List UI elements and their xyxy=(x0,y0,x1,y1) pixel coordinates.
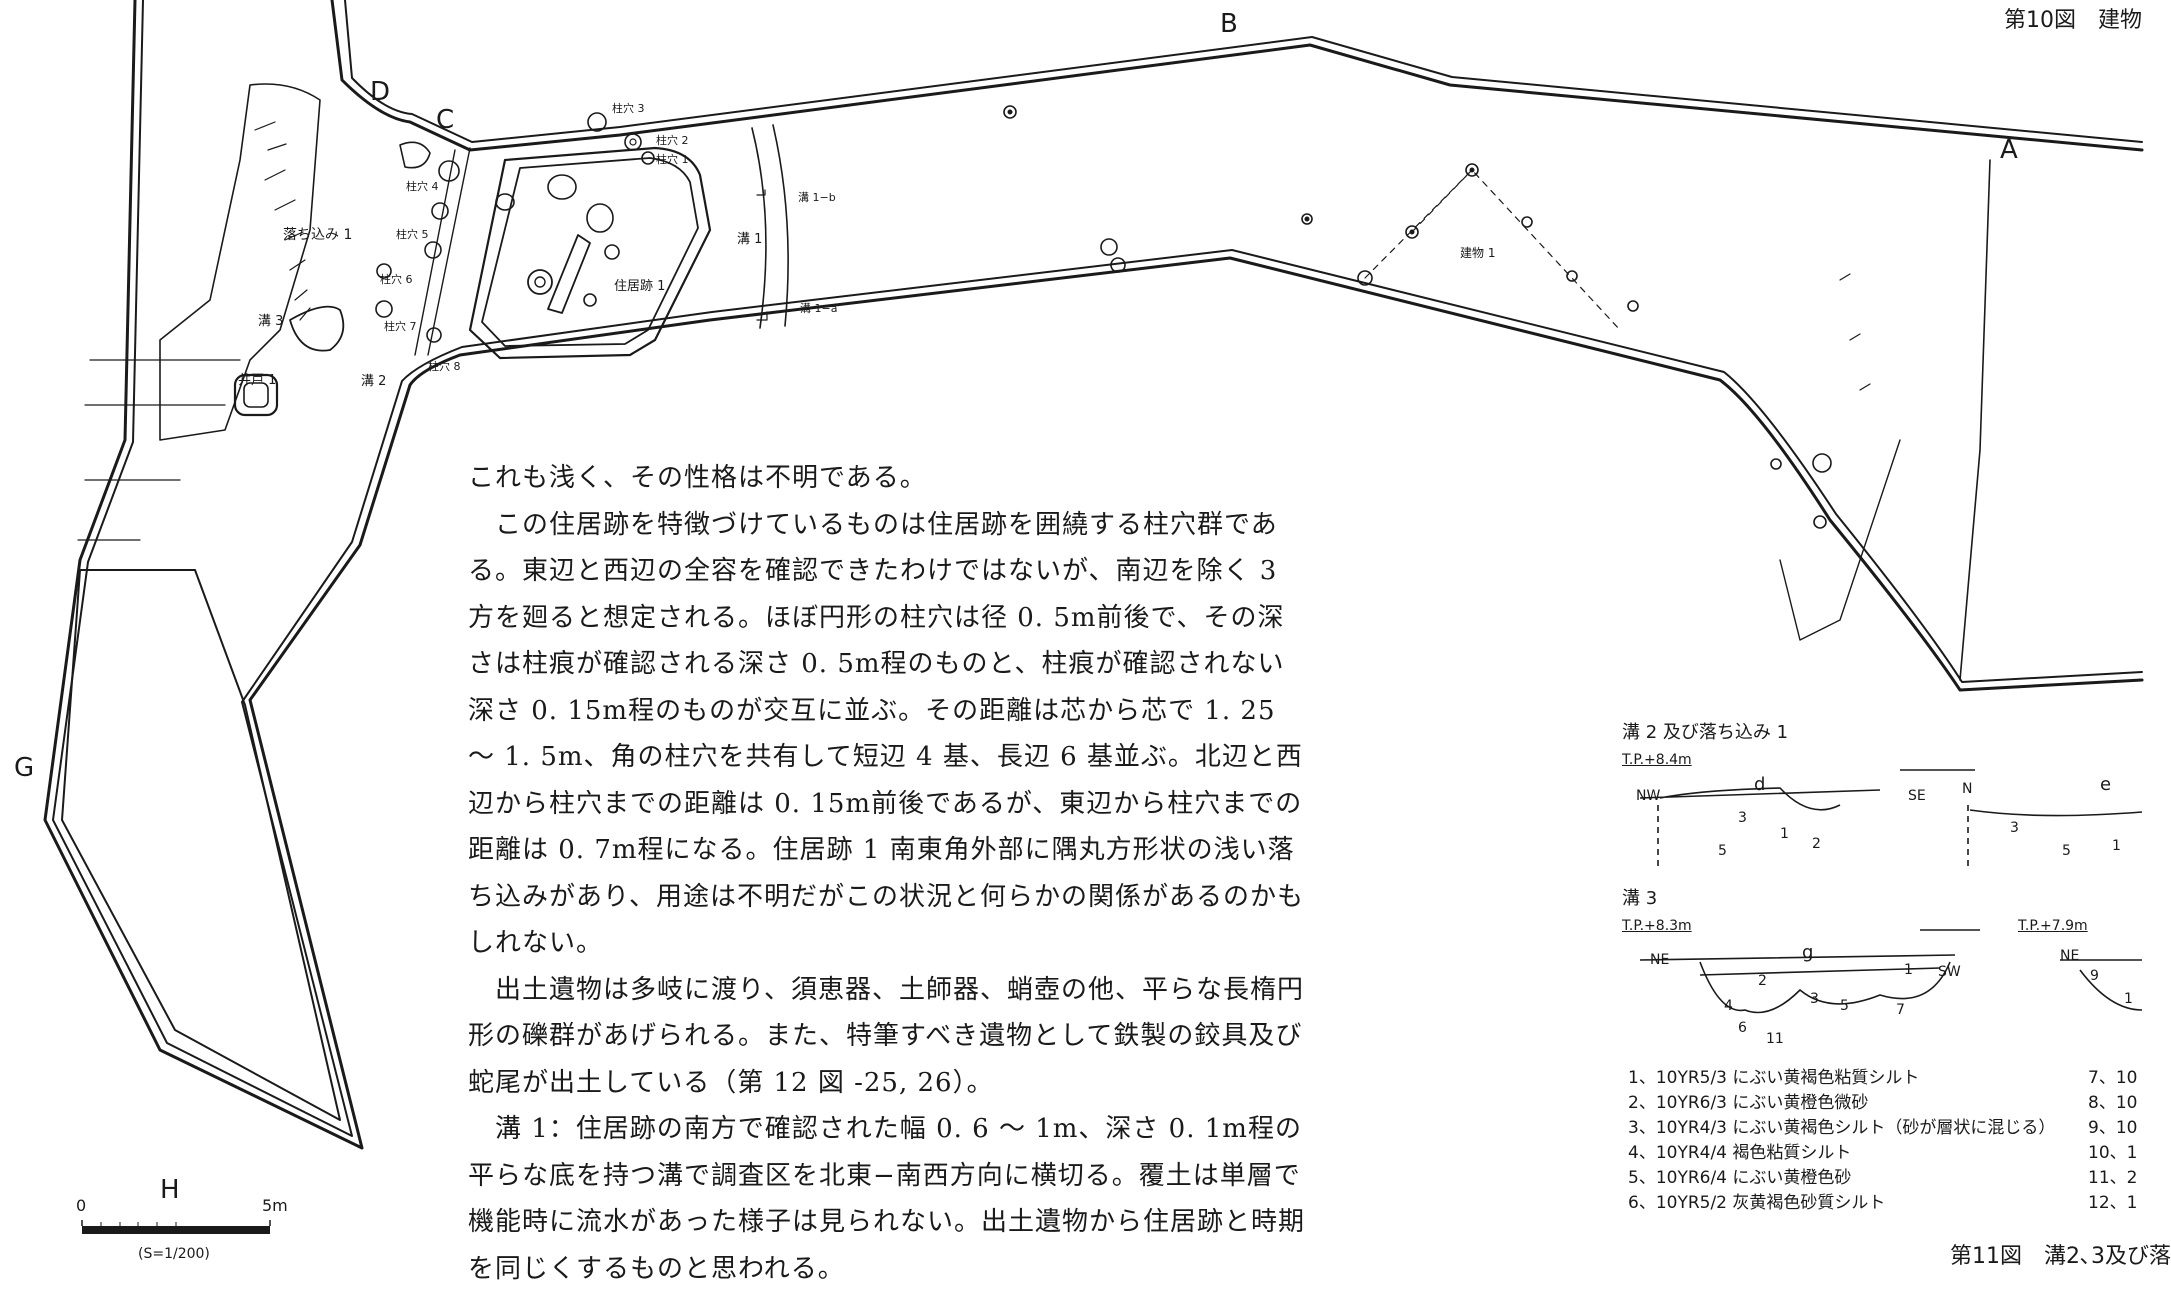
label-C: C xyxy=(436,105,454,135)
elevation-g: T.P.+8.3m xyxy=(1622,918,1692,934)
legend-item: 1、10YR5/3 にぶい黄褐色粘質シルト xyxy=(1628,1068,1920,1088)
label-ditch-2: 溝 2 xyxy=(361,374,386,389)
svg-text:4: 4 xyxy=(1724,998,1733,1014)
legend-item: 8、10 xyxy=(2088,1093,2138,1113)
label-ditch-3: 溝 3 xyxy=(258,314,283,329)
section-heading-ditch2: 溝 2 及び落ち込み 1 xyxy=(1622,722,1789,743)
paragraph-3: 出土遺物は多岐に渡り、須恵器、土師器、蛸壺の他、平らな長楕円形の礫群があげられる… xyxy=(468,974,1304,1098)
svg-text:3: 3 xyxy=(2010,820,2019,836)
site-plan-drawing: A B C D G H 柱穴 3 柱穴 2 柱穴 1 柱穴 4 柱穴 5 柱穴 … xyxy=(14,0,2144,1234)
legend-item: 6、10YR5/2 灰黄褐色砂質シルト xyxy=(1628,1193,1886,1213)
section-heading-ditch3: 溝 3 xyxy=(1622,888,1658,909)
label-ditch-1: 溝 1 xyxy=(737,232,762,247)
scale-five: 5m xyxy=(262,1196,288,1215)
legend-item: 11、2 xyxy=(2088,1168,2138,1188)
svg-text:SE: SE xyxy=(1908,788,1926,804)
figure-10-title: 第10図 建物 xyxy=(2004,8,2142,33)
svg-text:5: 5 xyxy=(1718,843,1727,859)
label-pit-7: 柱穴 7 xyxy=(384,319,417,333)
svg-text:e: e xyxy=(2100,774,2111,795)
paragraph-4: 溝 1：住居跡の南方で確認された幅 0. 6 ～ 1m、深さ 0. 1m程の平ら… xyxy=(468,1114,1306,1284)
label-pit-5: 柱穴 5 xyxy=(396,227,429,241)
label-H: H xyxy=(160,1175,180,1205)
legend-item: 10、1 xyxy=(2088,1143,2138,1163)
svg-text:NE: NE xyxy=(1650,952,1669,968)
svg-text:d: d xyxy=(1754,774,1765,795)
scale-ratio: (S=1/200) xyxy=(138,1246,210,1262)
svg-text:1: 1 xyxy=(1780,826,1789,842)
label-G: G xyxy=(14,753,34,783)
label-pit-8: 柱穴 8 xyxy=(428,359,461,373)
elevation-d: T.P.+8.4m xyxy=(1622,752,1692,768)
legend-item: 7、10 xyxy=(2088,1068,2138,1088)
label-pit-6: 柱穴 6 xyxy=(380,272,413,286)
paragraph-1: これも浅く、その性格は不明である。 xyxy=(468,463,927,493)
svg-text:6: 6 xyxy=(1738,1020,1747,1036)
svg-text:SW: SW xyxy=(1938,964,1961,980)
excavation-boundary-inner xyxy=(52,0,2143,1137)
svg-text:7: 7 xyxy=(1896,1002,1905,1018)
legend-item: 5、10YR6/4 にぶい黄橙色砂 xyxy=(1628,1168,1852,1188)
label-ditch-1a: 溝 1−a xyxy=(800,302,837,315)
paragraph-2: この住居跡を特徴づけているものは住居跡を囲繞する柱穴群である。東辺と西辺の全容を… xyxy=(468,509,1304,959)
excavation-boundary-outer xyxy=(43,0,2144,1150)
svg-text:2: 2 xyxy=(1812,836,1821,852)
label-pit-1: 柱穴 1 xyxy=(656,152,689,166)
svg-text:g: g xyxy=(1802,942,1813,963)
legend-item: 9、10 xyxy=(2088,1118,2138,1138)
legend-left: 1、10YR5/3 にぶい黄褐色粘質シルト 2、10YR6/3 にぶい黄橙色微砂… xyxy=(1628,1066,2055,1216)
section-letters: d e g NW SE N NE SW NE xyxy=(1636,774,2111,980)
scale-zero: 0 xyxy=(76,1196,87,1215)
label-building-1: 建物 1 xyxy=(1460,246,1495,260)
label-ditch-1b: 溝 1−b xyxy=(798,191,836,204)
label-well-1: 井戸 1 xyxy=(238,373,276,388)
legend-item: 12、1 xyxy=(2088,1193,2138,1213)
scale-bar xyxy=(81,1220,271,1234)
elevation-h: T.P.+7.9m xyxy=(2018,918,2088,934)
svg-text:NE: NE xyxy=(2060,948,2079,964)
svg-text:11: 11 xyxy=(1766,1031,1784,1047)
label-house-1: 住居跡 1 xyxy=(614,278,665,294)
section-layer-labels: 3 1 2 5 3 5 1 1 2 3 4 5 6 7 11 9 1 xyxy=(1718,810,2133,1047)
svg-text:5: 5 xyxy=(2062,843,2071,859)
label-D: D xyxy=(370,77,390,107)
svg-text:1: 1 xyxy=(2112,838,2121,854)
svg-text:NW: NW xyxy=(1636,788,1660,804)
svg-text:2: 2 xyxy=(1758,973,1767,989)
label-pit-2: 柱穴 2 xyxy=(656,133,689,147)
label-pit-4: 柱穴 4 xyxy=(406,179,439,193)
house-1-outline xyxy=(468,146,712,360)
ditch-1 xyxy=(751,124,789,329)
svg-text:3: 3 xyxy=(1810,991,1819,1007)
svg-text:3: 3 xyxy=(1738,810,1747,826)
body-text: これも浅く、その性格は不明である。 この住居跡を特徴づけているものは住居跡を囲繞… xyxy=(468,455,1308,1292)
label-pit-3: 柱穴 3 xyxy=(612,101,645,115)
label-B: B xyxy=(1220,9,1238,39)
figure-11-title: 第11図 溝2､3及び落 xyxy=(1950,1244,2171,1269)
well-1 xyxy=(233,373,279,417)
svg-text:1: 1 xyxy=(1904,962,1913,978)
legend-item: 2、10YR6/3 にぶい黄橙色微砂 xyxy=(1628,1093,1869,1113)
label-ochikomi-1: 落ち込み 1 xyxy=(283,227,352,243)
svg-text:1: 1 xyxy=(2124,991,2133,1007)
svg-text:5: 5 xyxy=(1840,998,1849,1014)
svg-text:9: 9 xyxy=(2090,968,2099,984)
legend-item: 4、10YR4/4 褐色粘質シルト xyxy=(1628,1143,1852,1163)
legend-right: 7、10 8、10 9、10 10、1 11、2 12、1 xyxy=(2088,1066,2137,1216)
label-A: A xyxy=(2000,135,2018,165)
svg-text:N: N xyxy=(1962,781,1972,797)
legend-item: 3、10YR4/3 にぶい黄褐色シルト（砂が層状に混じる） xyxy=(1628,1118,2056,1138)
